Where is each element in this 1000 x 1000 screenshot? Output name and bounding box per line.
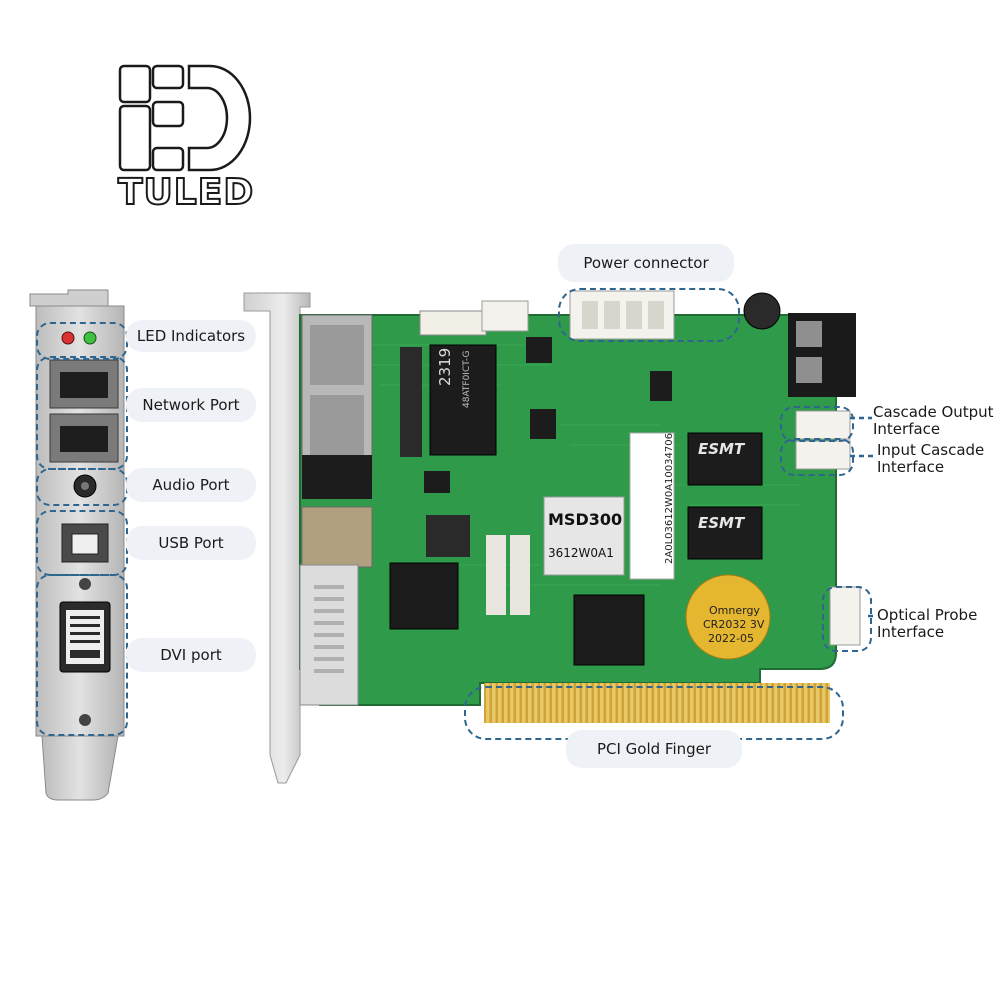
dvi-port-highlight <box>36 574 128 736</box>
memory-chip-2-brand: ESMT <box>698 514 745 532</box>
usb-port-highlight <box>36 510 128 576</box>
pci-gold-finger-label: PCI Gold Finger <box>566 730 742 768</box>
led-indicators-label: LED Indicators <box>126 320 256 352</box>
board-model-code: 3612W0A1 <box>548 546 614 560</box>
io-bracket-panel <box>29 289 125 801</box>
optical-probe-highlight <box>822 586 872 652</box>
brand-name: TULED <box>117 171 255 214</box>
led-indicators-highlight <box>36 322 128 360</box>
audio-port-label: Audio Port <box>126 468 256 502</box>
network-port-highlight <box>36 356 128 470</box>
pcb-board <box>243 290 861 784</box>
cascade-output-highlight <box>780 406 854 442</box>
cascade-output-label: Cascade Output Interface <box>873 403 994 438</box>
board-model: MSD300 <box>548 510 623 529</box>
input-cascade-highlight <box>780 438 854 476</box>
input-cascade-label: Input Cascade Interface <box>877 441 985 476</box>
power-connector-label: Power connector <box>558 244 734 282</box>
dvi-port-label: DVI port <box>126 638 256 672</box>
chip-2319-label: 2319 <box>436 347 454 386</box>
battery-model: CR2032 3V <box>703 618 765 631</box>
network-port-label: Network Port <box>126 388 256 422</box>
audio-port-highlight <box>36 468 128 506</box>
chip-2319-sublabel: 48ATF0ICT-G <box>462 350 472 408</box>
power-connector-highlight <box>558 288 740 342</box>
board-serial: 2A0L03612W0A10034706 <box>664 433 675 564</box>
battery-brand: Omnergy <box>709 604 760 617</box>
led-d-logo-icon <box>118 64 252 172</box>
battery-date: 2022-05 <box>708 632 754 645</box>
optical-probe-label: Optical Probe Interface <box>877 606 978 641</box>
memory-chip-1-brand: ESMT <box>698 440 745 458</box>
usb-port-label: USB Port <box>126 526 256 560</box>
